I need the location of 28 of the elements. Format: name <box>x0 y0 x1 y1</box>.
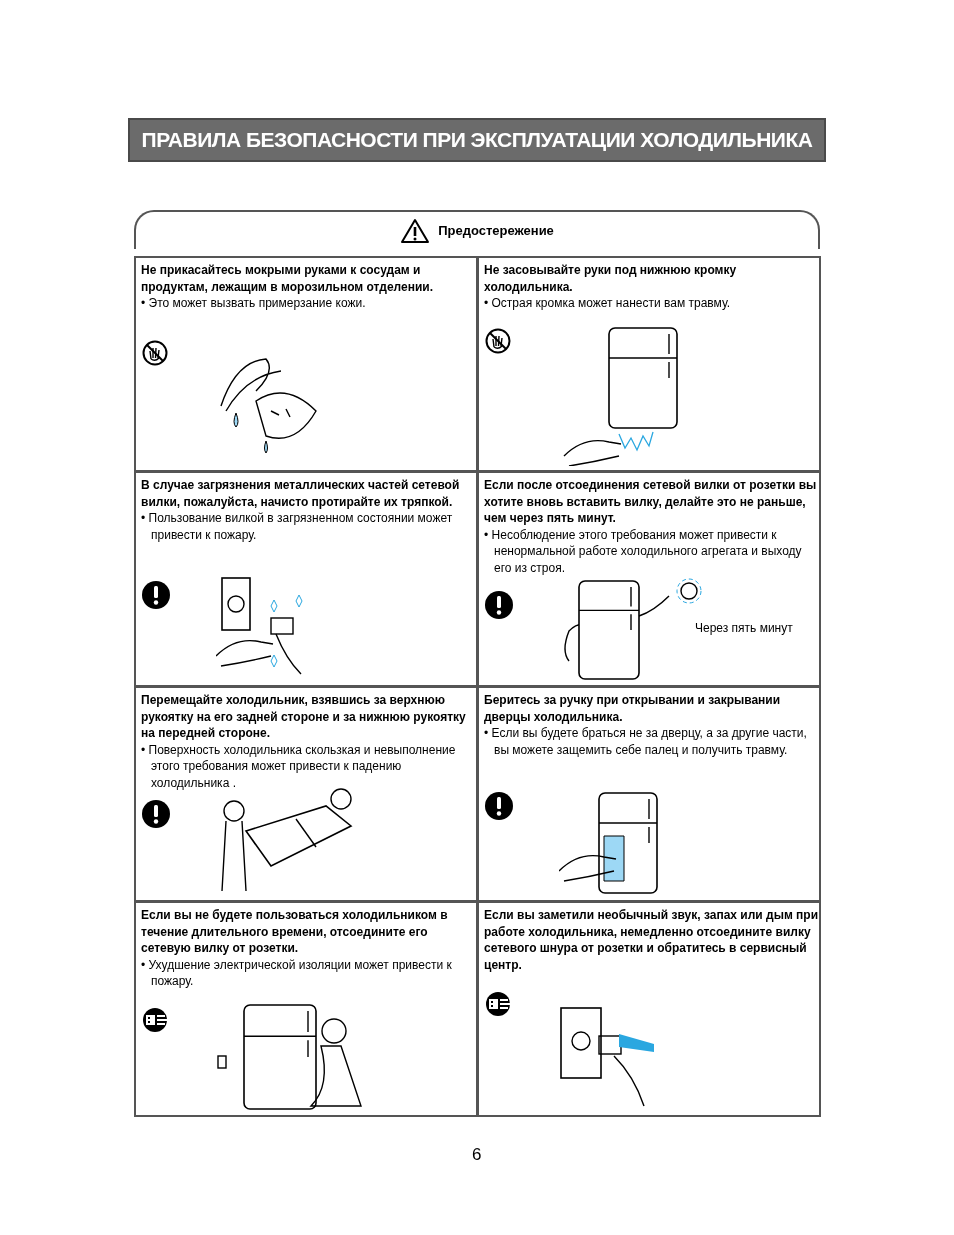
instruction-cell <box>477 686 821 902</box>
warning-note: • Ухудшение электрической изоляции может привести к пожару. <box>141 956 453 990</box>
instruction-cell <box>477 901 821 1117</box>
caution-header <box>134 210 820 249</box>
warning-note: • Поверхность холодильника скользкая и невыполнение этого требования может привести к падению холодильника . <box>141 741 457 791</box>
instruction-cell <box>477 256 821 472</box>
instruction-heading: Если вы не будете пользоваться холодильником в течение длительного времени, отсоедините его сетевую вилку от розетки. <box>141 907 449 957</box>
warning-note: • Несоблюдение этого требования может привести к ненормальной работе холодильного агрегата и выходу его из строя. <box>484 526 803 576</box>
instruction-heading: Перемещайте холодильник, взявшись за верхнюю рукоятку на его задней стороне и за нижнюю рукоятку на передней стороне. <box>141 692 467 742</box>
instruction-heading: Не прикасайтесь мокрыми руками к сосудам и продуктам, лежащим в морозильном отделении. <box>141 262 435 295</box>
instruction-heading: Не засовывайте руки под нижнюю кромку холодильника. <box>484 262 738 295</box>
instruction-cell <box>134 471 478 687</box>
instruction-cell <box>134 901 478 1117</box>
timer-note: Через пять минут <box>695 620 793 637</box>
warning-note: • Это может вызвать примерзание кожи. <box>141 295 367 312</box>
header-text: Предостережение <box>438 221 554 240</box>
instruction-cell <box>134 256 478 472</box>
instruction-heading: Беритесь за ручку при открывании и закрывании дверцы холодильника. <box>484 692 782 725</box>
instruction-heading: Если после отсоединения сетевой вилки от розетки вы хотите вновь вставить вилку, делайте это не раньше, чем через пять минут. <box>484 477 818 527</box>
instruction-cell <box>134 686 478 902</box>
instruction-cell <box>477 471 821 687</box>
title-banner: ПРАВИЛА БЕЗОПАСНОСТИ ПРИ ЭКСПЛУАТАЦИИ ХОЛОДИЛЬНИКА <box>128 118 826 162</box>
page-number: 6 <box>472 1144 482 1166</box>
instruction-heading: В случае загрязнения металлических частей сетевой вилки, пожалуйста, начисто протирайте их тряпкой. <box>141 477 461 510</box>
warning-note: • Пользование вилкой в загрязненном состоянии может привести к пожару. <box>141 510 454 543</box>
warning-note: • Если вы будете браться не за дверцу, а за другие части, вы можете защемить себе палец и получить травму. <box>484 725 808 758</box>
warning-note: • Острая кромка может нанести вам травму. <box>484 295 732 312</box>
instruction-heading: Если вы заметили необычный звук, запах или дым при работе холодильника, немедленно отсоедините вилку сетевого шнура от розетки и обратитесь в сервисный центр. <box>484 907 820 973</box>
